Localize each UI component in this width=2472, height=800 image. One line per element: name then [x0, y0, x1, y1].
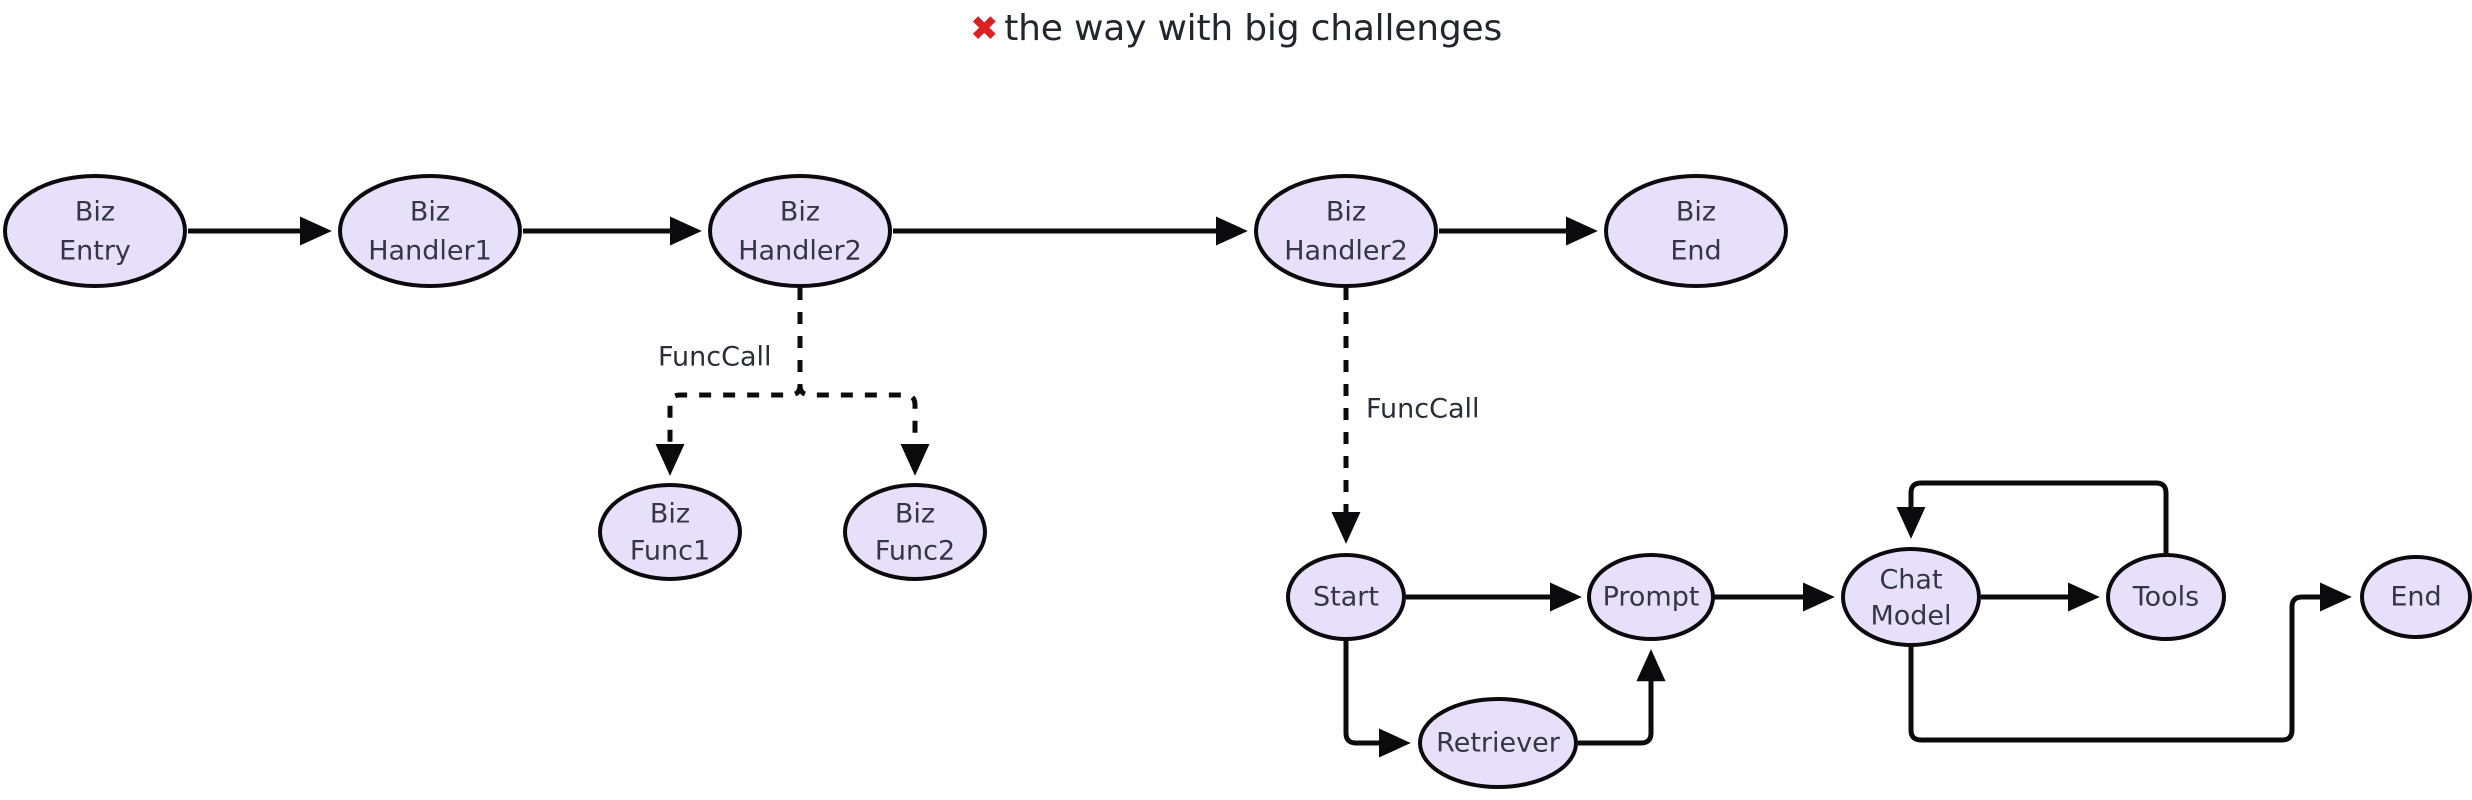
node-biz-func2[interactable]: Biz Func2 — [843, 483, 987, 581]
node-label-line1: Biz — [410, 197, 450, 228]
edge-chat-model-to-end — [1908, 582, 2352, 743]
node-label-line1: Start — [1313, 582, 1379, 613]
node-label-line1: Tools — [2132, 582, 2200, 613]
node-biz-func1[interactable]: Biz Func1 — [598, 483, 742, 581]
node-label-line1: Prompt — [1603, 582, 1700, 613]
node-shape[interactable] — [598, 483, 742, 581]
node-label-line1: Biz — [780, 197, 820, 228]
node-shape[interactable] — [1604, 174, 1788, 288]
cross-mark-icon: ✖ — [969, 8, 999, 49]
node-shape[interactable] — [2106, 553, 2226, 641]
node-biz-handler1[interactable]: Biz Handler1 — [338, 174, 522, 288]
node-label-line1: Biz — [650, 499, 690, 530]
node-end[interactable]: End — [2360, 555, 2472, 639]
node-start[interactable]: Start — [1286, 553, 1406, 641]
node-shape[interactable] — [843, 483, 987, 581]
node-shape[interactable] — [1841, 547, 1981, 647]
node-label-line2: End — [1670, 236, 1721, 267]
edge-biz-handler2-a-to-biz-func2 — [797, 288, 930, 476]
edge-label-layer: FuncCall FuncCall — [658, 342, 1480, 425]
edge-layer — [188, 216, 2352, 758]
node-shape[interactable] — [708, 174, 892, 288]
node-label-line1: Biz — [75, 197, 115, 228]
node-label-line2: Func1 — [630, 536, 710, 567]
node-label-line2: Entry — [59, 236, 131, 267]
node-biz-handler2-a[interactable]: Biz Handler2 — [708, 174, 892, 288]
edge-biz-handler2-a-to-biz-func1 — [655, 288, 803, 476]
node-label-line1: Biz — [1326, 197, 1366, 228]
node-layer: Biz Entry Biz Handler1 Biz Handler2 Biz … — [3, 174, 2472, 789]
node-retriever[interactable]: Retriever — [1418, 697, 1578, 789]
node-shape[interactable] — [3, 174, 187, 288]
edge-tools-to-chat-model-loop — [1896, 480, 2169, 553]
node-shape[interactable] — [1254, 174, 1438, 288]
node-shape[interactable] — [1286, 553, 1406, 641]
node-label-line2: Handler2 — [738, 236, 862, 267]
node-shape[interactable] — [338, 174, 522, 288]
edge-label-funccall-2: FuncCall — [1366, 394, 1480, 425]
diagram-title: ✖ the way with big challenges — [0, 8, 2472, 49]
node-label-line2: Model — [1870, 601, 1951, 632]
node-biz-handler2-b[interactable]: Biz Handler2 — [1254, 174, 1438, 288]
node-label-line2: Func2 — [875, 536, 955, 567]
node-label-line2: Handler1 — [368, 236, 492, 267]
page-title: the way with big challenges — [1004, 8, 1503, 49]
node-tools[interactable]: Tools — [2106, 553, 2226, 641]
node-label-line1: Retriever — [1436, 728, 1561, 759]
node-label-line1: End — [2390, 582, 2441, 613]
edge-label-funccall-1: FuncCall — [658, 342, 772, 373]
node-biz-end[interactable]: Biz End — [1604, 174, 1788, 288]
node-biz-entry[interactable]: Biz Entry — [3, 174, 187, 288]
node-label-line2: Handler2 — [1284, 236, 1408, 267]
node-chat-model[interactable]: Chat Model — [1841, 547, 1981, 647]
node-shape[interactable] — [2360, 555, 2472, 639]
node-label-line1: Biz — [895, 499, 935, 530]
node-label-line1: Chat — [1879, 565, 1942, 596]
edge-start-to-retriever — [1343, 640, 1411, 758]
node-shape[interactable] — [1587, 553, 1715, 641]
node-shape[interactable] — [1418, 697, 1578, 789]
edge-retriever-to-prompt — [1578, 649, 1666, 746]
node-prompt[interactable]: Prompt — [1587, 553, 1715, 641]
node-label-line1: Biz — [1676, 197, 1716, 228]
